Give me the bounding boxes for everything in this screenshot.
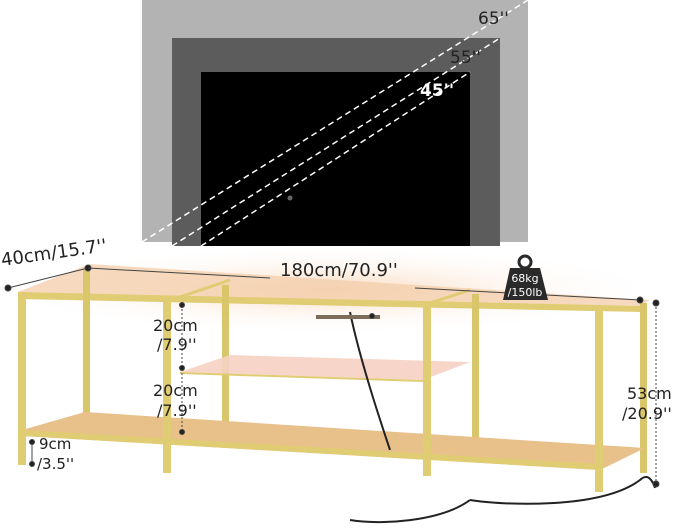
shelf-gap-bottom-in: /7.9'' [157,401,197,420]
table-top [18,264,650,306]
bottom-shelf [22,412,645,470]
tv-size-55-label: 55'' [450,48,481,68]
tv-diagonal-55 [171,37,501,247]
load-capacity-kg: 68kg [511,272,538,285]
height-in: /20.9'' [622,404,672,423]
shelf-gap-top-in: /7.9'' [157,335,197,354]
tv-size-65-label: 65'' [478,9,509,29]
load-capacity-lb: /150lb [508,286,543,299]
weight-icon: 68kg /150lb [503,254,548,300]
shelf-gap-top-cm: 20cm [153,316,198,335]
shelf-gap-bottom-cm: 20cm [153,381,198,400]
leg-clearance-cm: 9cm [39,435,71,453]
middle-shelf [180,355,470,380]
leg-clearance-in: /3.5'' [37,455,74,473]
tv-size-45-label: 45'' [420,81,454,101]
height-cm: 53cm [627,384,672,403]
power-cable [349,311,656,524]
width-label: 180cm/70.9'' [280,260,398,281]
tv-diagonal-45 [200,71,471,247]
tv-diagonal-65 [141,0,529,243]
